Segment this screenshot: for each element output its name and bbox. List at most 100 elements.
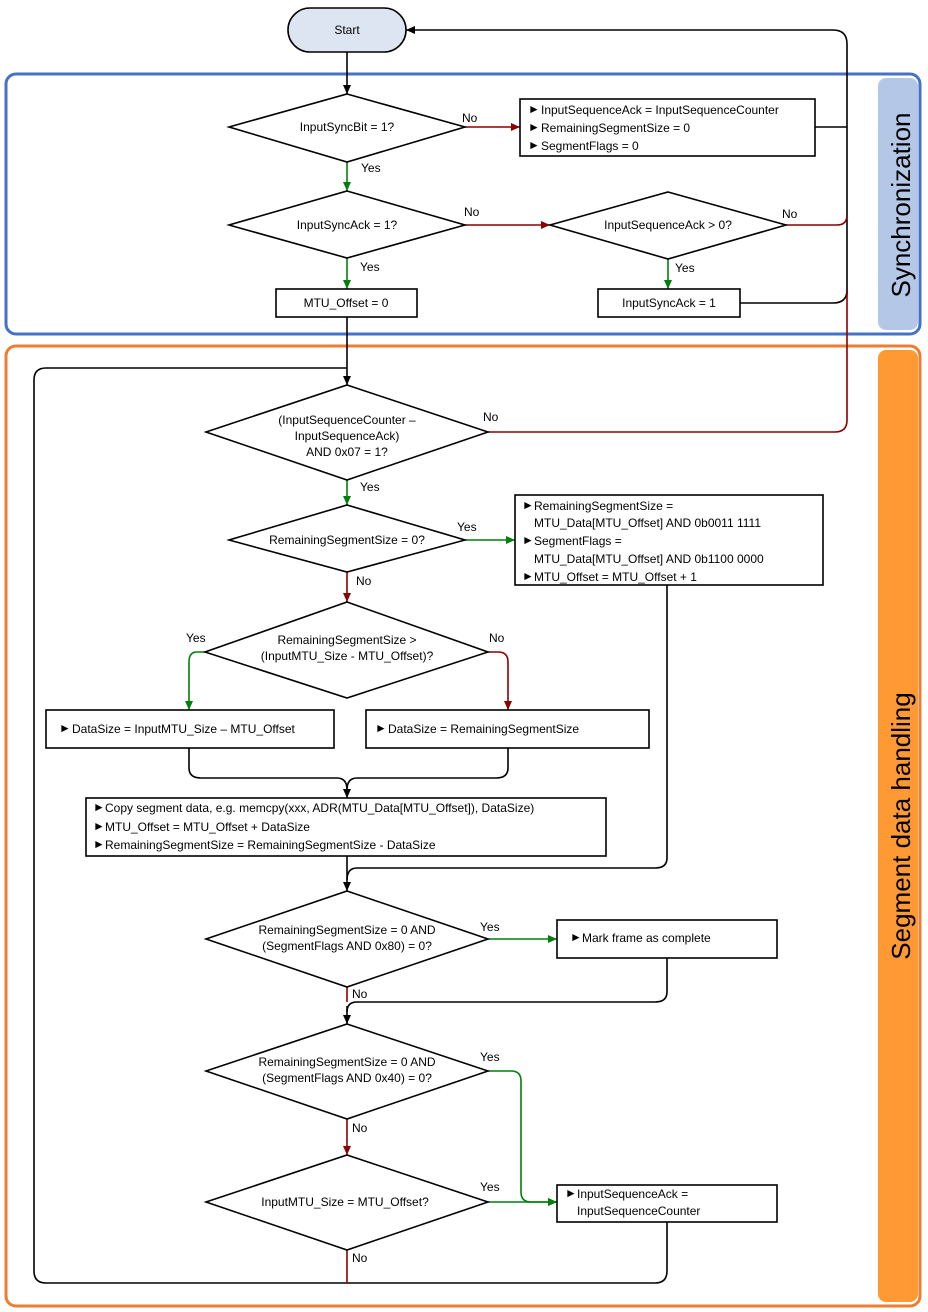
d4-line-3: AND 0x07 = 1? <box>306 445 388 459</box>
b5-bullet: ► <box>522 498 534 512</box>
b6b-merge-line <box>346 748 509 791</box>
b7-line-1: Copy segment data, e.g. memcpy(xxx, ADR(… <box>105 801 534 815</box>
b1-bullet: ► <box>528 120 540 134</box>
d1-text: InputSyncBit = 1? <box>300 120 395 134</box>
d5-yes-label: Yes <box>457 520 477 534</box>
sync-ack-one-process <box>597 288 741 318</box>
b7-line-3: RemainingSegmentSize = RemainingSegmentS… <box>105 838 436 852</box>
b8-to-merge-line <box>346 958 668 1013</box>
b7-process <box>85 797 607 857</box>
b10-line-1: InputSequenceAck = <box>577 1187 688 1201</box>
b7-line-2: MTU_Offset = MTU_Offset + DataSize <box>105 820 310 834</box>
b7-bullet: ► <box>93 800 105 814</box>
b6b-text: DataSize = RemainingSegmentSize <box>388 722 579 736</box>
d3-yes-label: Yes <box>675 261 695 275</box>
d5-text: RemainingSegmentSize = 0? <box>269 533 425 547</box>
segment-section-title: Segment data handling <box>886 692 916 959</box>
b5-line-2: MTU_Data[MTU_Offset] AND 0b0011 1111 <box>534 516 761 530</box>
b6a-bullet: ► <box>59 721 71 735</box>
b5-line-5: MTU_Offset = MTU_Offset + 1 <box>534 570 697 584</box>
b5-process <box>514 494 824 586</box>
start-label: Start <box>334 23 360 37</box>
b1-process <box>519 98 816 157</box>
b6a-process <box>45 709 335 749</box>
d10-yes-label: Yes <box>480 1180 500 1194</box>
sync1-to-bus-line <box>740 289 848 304</box>
b10-line-2: InputSequenceCounter <box>577 1204 700 1218</box>
d2-no-label: No <box>464 205 480 219</box>
d5-no-label: No <box>356 574 372 588</box>
d1-no-label: No <box>462 111 478 125</box>
d2-text: InputSyncAck = 1? <box>297 218 398 232</box>
d4-yes-label: Yes <box>360 480 380 494</box>
start-terminal <box>287 7 407 53</box>
b6a-merge-line <box>188 748 348 791</box>
d3-decision <box>547 191 789 260</box>
b5-bullet: ► <box>522 569 534 583</box>
b8-process <box>556 919 778 959</box>
b7-bullet: ► <box>93 837 105 851</box>
d8-yes-label: Yes <box>480 920 500 934</box>
d6-line-1: RemainingSegmentSize > <box>277 633 416 647</box>
d9-no-label: No <box>352 1121 368 1135</box>
d10-no-label: No <box>352 1251 368 1265</box>
b6b-process <box>365 709 650 749</box>
b1-bullet: ► <box>528 138 540 152</box>
flow-connectors <box>33 26 848 1284</box>
d3-no-line <box>786 214 848 226</box>
b1-list: ► InputSequenceAck = InputSequenceCounte… <box>528 102 779 153</box>
b5-line-4: MTU_Data[MTU_Offset] AND 0b1100 0000 <box>534 552 764 566</box>
d6-yes-arrow <box>185 651 205 710</box>
d1-yes-label: Yes <box>361 161 381 175</box>
d5-decision <box>226 504 468 573</box>
d9-line-2: (SegmentFlags AND 0x40) = 0? <box>262 1071 432 1085</box>
d3-no-label: No <box>782 207 798 221</box>
d8-line-1: RemainingSegmentSize = 0 AND <box>258 923 435 937</box>
b1-bullet: ► <box>528 102 540 116</box>
b6a-text: DataSize = InputMTU_Size – MTU_Offset <box>72 722 296 736</box>
b5-list: ► RemainingSegmentSize = MTU_Data[MTU_Of… <box>522 498 764 584</box>
sync-section-title: Synchronization <box>886 113 916 298</box>
left-loop-line <box>33 367 347 1284</box>
b1-line-1: InputSequenceAck = InputSequenceCounter <box>541 103 779 117</box>
d6-decision <box>202 601 491 699</box>
d10-decision <box>203 1154 491 1251</box>
sync-section-label-bg <box>878 78 918 330</box>
b8-text: Mark frame as complete <box>582 931 711 945</box>
b7-bullet: ► <box>93 819 105 833</box>
return-to-start-arrow <box>406 26 848 295</box>
sync-section-frame <box>4 72 922 336</box>
d3-text: InputSequenceAck > 0? <box>604 218 732 232</box>
d6-line-2: (InputMTU_Size - MTU_Offset)? <box>261 649 434 663</box>
yes-connectors <box>185 162 672 1206</box>
d8-line-2: (SegmentFlags AND 0x80) = 0? <box>262 939 432 953</box>
d8-decision <box>203 890 491 988</box>
d9-yes-label: Yes <box>480 1050 500 1064</box>
segment-section-label-bg <box>878 350 918 1302</box>
d6-no-arrow <box>488 651 512 710</box>
b5-line-1: RemainingSegmentSize = <box>534 499 673 513</box>
segment-section-frame <box>4 344 922 1308</box>
d4-line-1: (InputSequenceCounter – <box>278 413 416 427</box>
b5-to-merge-line <box>346 585 668 881</box>
d4-line-2: InputSequenceAck) <box>295 429 400 443</box>
d6-yes-label: Yes <box>186 631 206 645</box>
d2-decision <box>226 190 468 259</box>
d6-no-label: No <box>489 631 505 645</box>
d10-text: InputMTU_Size = MTU_Offset? <box>261 1195 429 1209</box>
d8-no-label: No <box>352 987 368 1001</box>
d9-decision <box>203 1023 491 1120</box>
flow-shapes <box>45 7 824 1251</box>
b1-line-3: SegmentFlags = 0 <box>541 139 639 153</box>
d4-decision <box>203 384 491 481</box>
mtu-offset-zero-text: MTU_Offset = 0 <box>304 296 389 310</box>
b10-process <box>556 1184 778 1223</box>
b8-bullet: ► <box>570 930 582 944</box>
b5-bullet: ► <box>522 533 534 547</box>
b10-to-loop-line <box>347 1222 668 1284</box>
d1-decision <box>226 93 468 163</box>
d9-line-1: RemainingSegmentSize = 0 AND <box>258 1055 435 1069</box>
b10-bullet: ► <box>565 1186 577 1200</box>
